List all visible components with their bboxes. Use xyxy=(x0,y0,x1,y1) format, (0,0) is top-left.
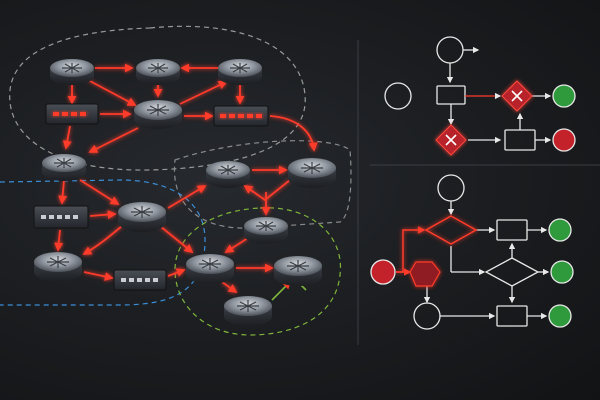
flowchart-top xyxy=(384,36,552,151)
router-r1[interactable] xyxy=(50,59,94,85)
fc-bot-start-bottom[interactable] xyxy=(413,302,441,330)
link-r7-s4 xyxy=(243,179,291,202)
link-r4-r5 xyxy=(88,127,139,153)
router-r6[interactable] xyxy=(206,161,250,188)
switch-s2[interactable] xyxy=(213,105,269,127)
fc-bot-process-c[interactable] xyxy=(496,305,528,327)
blue-zone xyxy=(0,179,206,306)
fc-top-decision-x-2[interactable] xyxy=(435,124,467,156)
link-s4-r10 xyxy=(167,268,186,277)
link-s2-r7 xyxy=(269,115,318,152)
fc-top-end-green[interactable] xyxy=(552,84,576,108)
router-r10[interactable] xyxy=(186,254,234,284)
fc-bot-start[interactable] xyxy=(437,174,465,202)
switch-s3[interactable] xyxy=(33,205,89,229)
fc-bot-end-green-3[interactable] xyxy=(548,304,572,328)
fc-bot-end-green-2[interactable] xyxy=(550,260,574,284)
link-r8-r9 xyxy=(82,225,123,255)
fc-top-process[interactable] xyxy=(436,85,466,105)
link-r9-s4 xyxy=(83,271,114,281)
router-r11[interactable] xyxy=(244,217,288,244)
switch-s4[interactable] xyxy=(113,269,167,291)
link-r4-r3 xyxy=(179,81,228,105)
fc-top-process-2[interactable] xyxy=(504,129,536,151)
link-r5-s3 xyxy=(58,179,68,205)
fc-bot-end-red[interactable] xyxy=(370,259,396,285)
link-s3-r8 xyxy=(89,210,117,220)
router-r8[interactable] xyxy=(118,202,166,232)
panel-dividers xyxy=(357,40,600,345)
fc-bot-process-a[interactable] xyxy=(496,219,528,241)
link-r1-r4 xyxy=(87,79,137,106)
router-r2[interactable] xyxy=(136,59,180,85)
router-r7[interactable] xyxy=(288,158,336,188)
switch-s1[interactable] xyxy=(45,103,99,125)
flowchart-top-colored xyxy=(435,80,576,156)
link-r10-r13 xyxy=(221,281,238,294)
router-r13[interactable] xyxy=(224,296,272,326)
gray-zone-right xyxy=(173,140,352,229)
fc-top-start[interactable] xyxy=(436,36,464,64)
flowchart-bottom xyxy=(413,174,550,330)
link-r8-r10 xyxy=(159,225,194,254)
link-s3-r9 xyxy=(54,229,64,252)
fc-bot-red-hexagon[interactable] xyxy=(409,261,441,287)
network-links xyxy=(54,63,318,294)
flowchart-bottom-colored xyxy=(370,215,574,328)
fc-top-left-start[interactable] xyxy=(384,82,412,110)
fc-top-end-red[interactable] xyxy=(552,128,576,152)
routers xyxy=(34,59,336,326)
green-zone xyxy=(174,207,342,336)
router-r12[interactable] xyxy=(274,256,322,286)
fc-top-decision-x[interactable] xyxy=(501,80,533,112)
router-r3[interactable] xyxy=(218,59,262,85)
router-r5[interactable] xyxy=(42,154,86,181)
network-zones xyxy=(0,25,352,336)
link-s1-r5 xyxy=(62,125,72,150)
switches xyxy=(33,103,269,291)
link-r5-r8 xyxy=(79,179,120,205)
link-r11-r10 xyxy=(224,237,249,253)
link-r8-r6 xyxy=(167,185,207,209)
fc-bot-decision-2[interactable] xyxy=(484,257,540,287)
fc-bot-end-green-1[interactable] xyxy=(548,218,572,242)
router-r4[interactable] xyxy=(134,100,182,129)
fc-bot-decision[interactable] xyxy=(424,215,478,245)
link-r13-r12 xyxy=(271,280,292,301)
gray-zone-top xyxy=(9,25,306,171)
router-r9[interactable] xyxy=(34,252,82,282)
